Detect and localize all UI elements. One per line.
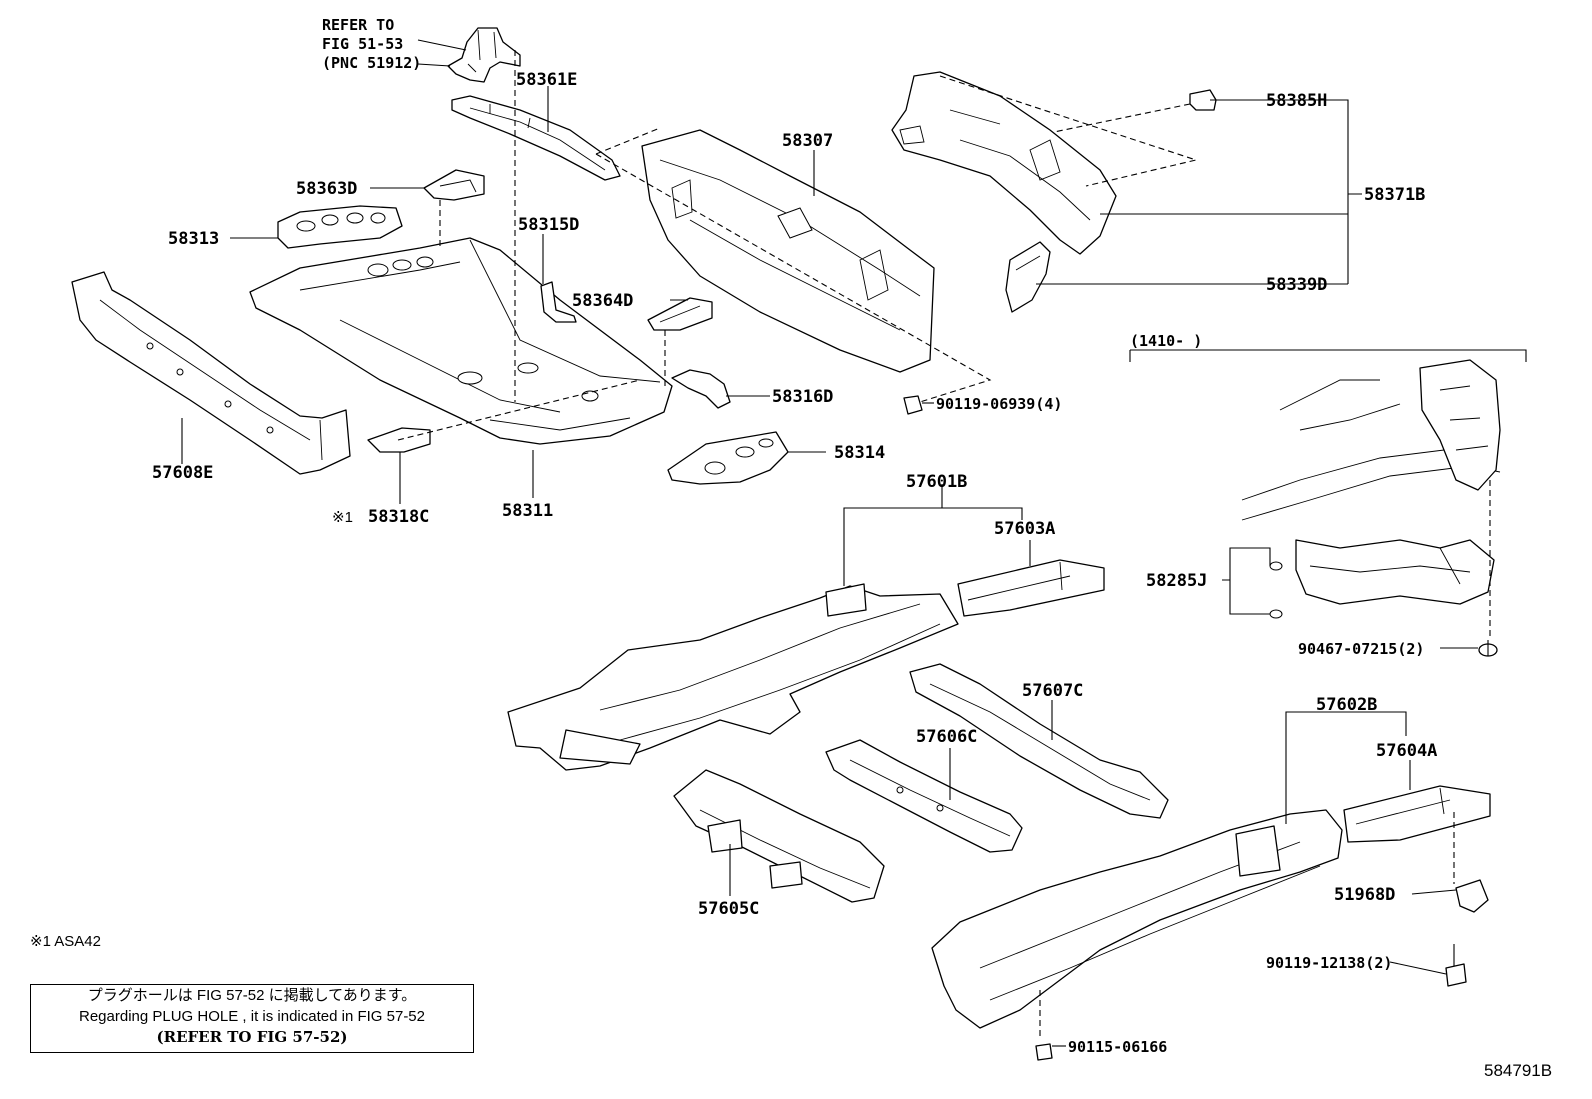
- dashed-reference-lines: [397, 50, 1491, 1040]
- label-57603a[interactable]: 57603A: [994, 519, 1055, 539]
- inset-1410-drawing: [1129, 349, 1527, 605]
- plate-58313-drawing: [277, 205, 403, 249]
- mark-1-label: ※1: [332, 509, 353, 526]
- crossmember-57608e-drawing: [71, 271, 351, 475]
- bracket-58363d-drawing: [423, 169, 485, 201]
- label-57602b[interactable]: 57602B: [1316, 695, 1377, 715]
- label-58318c[interactable]: 58318C: [368, 507, 429, 527]
- label-90467-07215[interactable]: 90467-07215(2): [1298, 640, 1424, 658]
- refer-note-line2: FIG 51-53: [322, 35, 403, 53]
- label-90119-12138[interactable]: 90119-12138(2): [1266, 954, 1392, 972]
- label-57608e[interactable]: 57608E: [152, 463, 213, 483]
- plug-hole-notice: プラグホールは FIG 57-52 に掲載してあります。 Regarding P…: [30, 984, 474, 1053]
- label-57604a[interactable]: 57604A: [1376, 741, 1437, 761]
- label-58285j[interactable]: 58285J: [1146, 571, 1207, 591]
- refer-note-line1: REFER TO: [322, 16, 394, 34]
- bolt-90115-06166-drawing: [1035, 1043, 1053, 1061]
- member-57605c-drawing: [673, 769, 885, 903]
- notice-english: Regarding PLUG HOLE , it is indicated in…: [79, 1008, 425, 1025]
- label-58314[interactable]: 58314: [834, 443, 885, 463]
- member-57604a-drawing: [1343, 785, 1491, 843]
- bolt-90119-06939-drawing: [903, 395, 934, 415]
- panel-58371b-drawing: [891, 71, 1117, 255]
- label-57601b[interactable]: 57601B: [906, 472, 967, 492]
- fastener-58285j-drawing: [1269, 561, 1283, 619]
- member-57603a-drawing: [957, 559, 1105, 617]
- clip-58316d-drawing: [671, 369, 731, 409]
- label-58363d[interactable]: 58363D: [296, 179, 357, 199]
- label-58307[interactable]: 58307: [782, 131, 833, 151]
- label-58315d[interactable]: 58315D: [518, 215, 579, 235]
- part-labels: REFER TO FIG 51-53 (PNC 51912) 58361E 58…: [30, 16, 1552, 1080]
- label-58364d[interactable]: 58364D: [572, 291, 633, 311]
- label-57605c[interactable]: 57605C: [698, 899, 759, 919]
- member-57606c-drawing: [825, 739, 1023, 853]
- refer-note-line3: (PNC 51912): [322, 54, 421, 72]
- notice-reference[interactable]: (REFER TO FIG 57-52): [156, 1028, 348, 1046]
- rear-panel-58307-drawing: [641, 129, 935, 373]
- side-member-57602b-drawing: [931, 809, 1343, 1029]
- bracket-58364d-drawing: [647, 297, 713, 331]
- inset-date-range: (1410- ): [1130, 332, 1202, 350]
- figure-id: 584791B: [1484, 1061, 1552, 1080]
- bracket-51912-drawing: [447, 27, 521, 83]
- label-58311[interactable]: 58311: [502, 501, 553, 521]
- label-58316d[interactable]: 58316D: [772, 387, 833, 407]
- label-58313[interactable]: 58313: [168, 229, 219, 249]
- bracket-58315d-drawing: [540, 281, 577, 323]
- notice-japanese: プラグホールは FIG 57-52 に掲載してあります。: [87, 987, 417, 1004]
- bracket-51968d-drawing: [1455, 879, 1489, 913]
- label-58339d[interactable]: 58339D: [1266, 275, 1327, 295]
- label-90119-06939[interactable]: 90119-06939(4): [936, 395, 1062, 413]
- floor-pan-58311-drawing: [249, 237, 673, 445]
- label-51968d[interactable]: 51968D: [1334, 885, 1395, 905]
- bolt-90119-12138-drawing: [1445, 944, 1467, 987]
- label-58385h[interactable]: 58385H: [1266, 91, 1327, 111]
- leader-lines: [181, 39, 1478, 1047]
- reinforcement-58361e-drawing: [451, 95, 621, 181]
- label-57607c[interactable]: 57607C: [1022, 681, 1083, 701]
- label-58371b[interactable]: 58371B: [1364, 185, 1425, 205]
- clip-90467-07215-drawing: [1478, 640, 1498, 657]
- label-57606c[interactable]: 57606C: [916, 727, 977, 747]
- label-90115-06166[interactable]: 90115-06166: [1068, 1038, 1167, 1056]
- member-57607c-drawing: [909, 663, 1169, 819]
- plate-58314-drawing: [667, 431, 789, 485]
- side-member-57601b-drawing: [507, 583, 959, 771]
- bracket-58339d-drawing: [1005, 241, 1051, 313]
- label-58361e[interactable]: 58361E: [516, 70, 577, 90]
- footnote: ※1 ASA42: [30, 933, 101, 950]
